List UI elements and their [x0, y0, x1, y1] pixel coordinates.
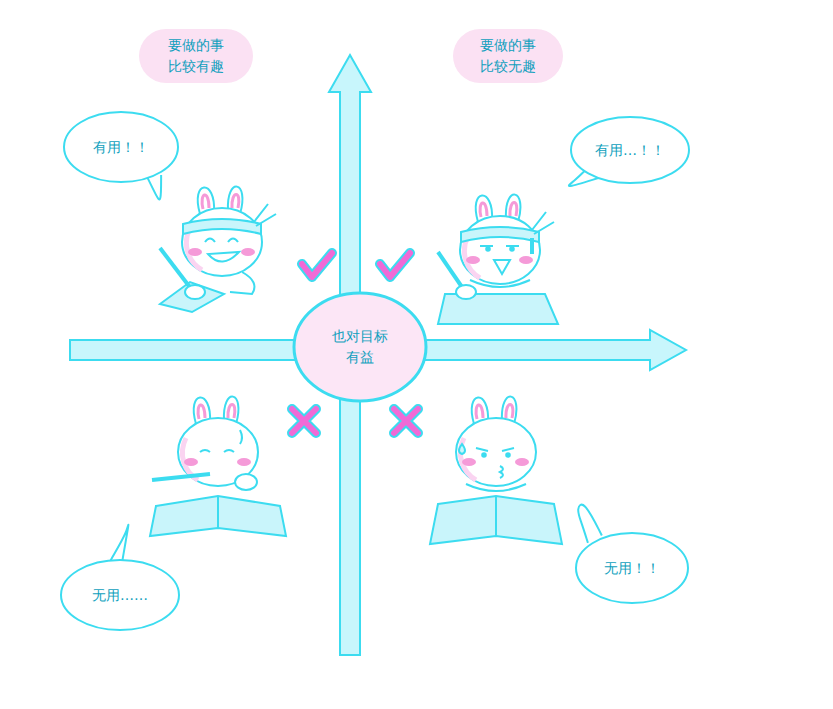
- check-outline: [302, 253, 332, 277]
- bunny-shade-line: [530, 238, 534, 254]
- bubble-tail: [110, 525, 128, 561]
- speech-bubble: 有用…！！: [569, 115, 691, 185]
- book: [150, 496, 286, 536]
- cross-mark: [292, 409, 316, 433]
- bunny-pouting: [430, 397, 562, 544]
- topic-label-text: 要做的事 比较无趣: [476, 35, 540, 77]
- center-ellipse: 也对目标 有益: [292, 291, 428, 403]
- bunny-brows: [476, 448, 514, 451]
- bunny-hand: [235, 474, 257, 490]
- paper: [160, 282, 224, 312]
- cross-outline: [292, 409, 316, 433]
- bunny-eyes: [200, 450, 234, 452]
- bunny-pupil: [506, 453, 510, 457]
- speech-bubble: 有用！！: [62, 110, 180, 184]
- bubble-tail: [578, 505, 602, 543]
- bunny-mouth: [494, 260, 510, 274]
- bunny-arms: [466, 484, 526, 491]
- check-fill: [302, 253, 332, 277]
- bunny-pupil: [486, 247, 490, 251]
- check-mark: [302, 253, 332, 277]
- center-ellipse-shape: [292, 291, 428, 403]
- speech-bubble: 无用……: [59, 558, 181, 632]
- speech-bubble-text: 无用！！: [604, 558, 660, 579]
- bunny-eyes: [205, 239, 238, 243]
- book: [430, 496, 562, 544]
- bunny-head: [178, 397, 258, 486]
- book-spine: [495, 496, 497, 536]
- bunny-bored: [150, 397, 286, 536]
- check-outline: [380, 253, 410, 277]
- pencil: [152, 474, 210, 480]
- bubble-outline: [64, 112, 178, 182]
- bubble-tail: [147, 175, 161, 199]
- bunny-pupil: [482, 453, 486, 457]
- bunny-pout: [500, 466, 503, 478]
- bunny-body: [230, 272, 254, 294]
- speech-bubble: 无用！！: [574, 531, 690, 605]
- cross-outline: [394, 409, 418, 433]
- bubble-outline: [571, 117, 689, 183]
- label-ground: [453, 29, 563, 83]
- topic-label: 要做的事 比较有趣: [139, 29, 253, 83]
- check-fill: [380, 253, 410, 277]
- pencil: [160, 248, 192, 290]
- check-mark: [380, 253, 410, 277]
- cross-fill: [292, 409, 316, 433]
- headband: [183, 204, 276, 234]
- bunny-smug: [438, 195, 558, 324]
- bunny-happy: [160, 187, 276, 312]
- sweat-drop: [459, 444, 465, 454]
- topic-label: 要做的事 比较无趣: [453, 29, 563, 83]
- bunny-pupil: [510, 247, 514, 251]
- bubble-outline: [576, 533, 688, 603]
- speech-bubble-text: 有用！！: [93, 137, 149, 158]
- center-ellipse-text: 也对目标 有益: [328, 326, 392, 368]
- topic-label-text: 要做的事 比较有趣: [164, 35, 228, 77]
- bunny-hand: [185, 285, 205, 299]
- bunny-mouth: [208, 252, 239, 262]
- book-spine: [217, 496, 219, 528]
- cross-mark: [394, 409, 418, 433]
- bunny-head: [456, 397, 536, 486]
- bunny-hand: [456, 285, 476, 299]
- speech-bubble-text: 有用…！！: [595, 140, 665, 161]
- bubble-outline: [61, 560, 179, 630]
- pencil: [438, 252, 464, 290]
- ellipse-outline: [294, 293, 426, 401]
- cross-fill: [394, 409, 418, 433]
- speech-bubble-text: 无用……: [92, 585, 148, 606]
- bunny-body: [470, 280, 530, 287]
- label-ground: [139, 29, 253, 83]
- headband: [461, 212, 554, 242]
- sweat-line: [240, 430, 242, 444]
- paper: [438, 294, 558, 324]
